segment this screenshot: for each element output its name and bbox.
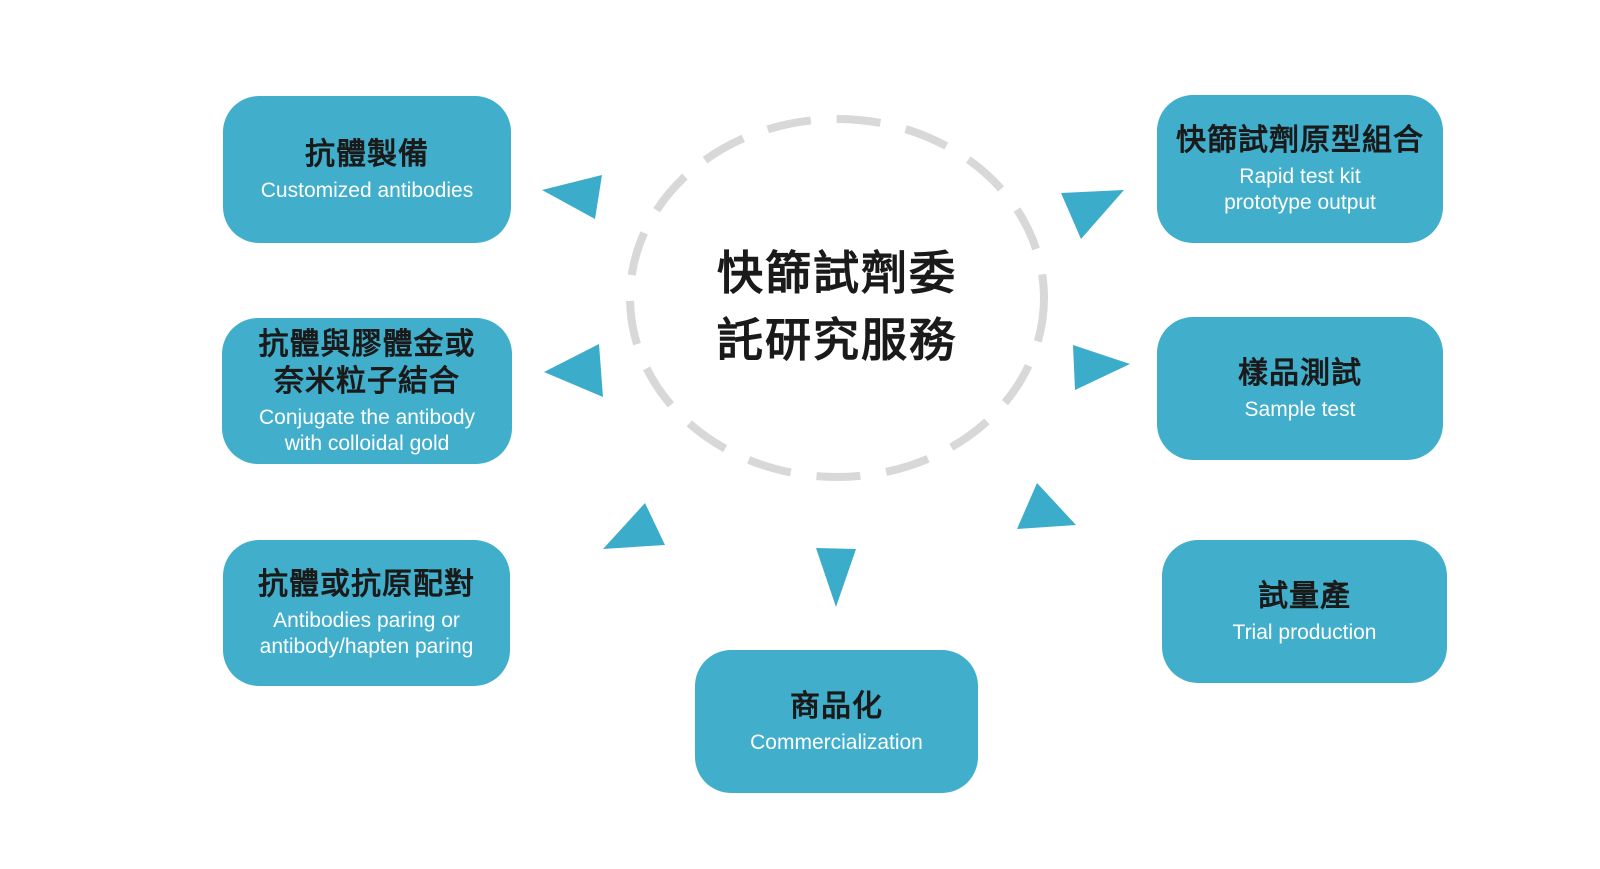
arrow-left-top-icon — [542, 175, 602, 219]
box-subtitle-en: Commercialization — [750, 730, 923, 754]
box-subtitle-en: Antibodies paring or antibody/hapten par… — [259, 609, 474, 658]
process-box-commercialization: 商品化 Commercialization — [695, 650, 978, 793]
box-subtitle-en: Trial production — [1232, 620, 1377, 644]
process-box-sample-test: 樣品測試 Sample test — [1157, 317, 1443, 460]
box-subtitle-en: Customized antibodies — [260, 178, 474, 202]
arrow-right-middle-icon — [1073, 345, 1130, 390]
arrow-up-bottom-right-icon — [1017, 483, 1076, 529]
box-title-zh: 試量產 — [1258, 579, 1351, 613]
box-title-zh: 樣品測試 — [1238, 356, 1362, 390]
box-title-zh: 抗體與膠體金或 奈米粒子結合 — [258, 327, 476, 399]
arrow-down-bottom-center-icon — [816, 548, 856, 607]
process-box-antibody-preparation: 抗體製備 Customized antibodies — [223, 96, 511, 243]
box-subtitle-en: Rapid test kit prototype output — [1224, 165, 1376, 214]
box-title-zh: 抗體製備 — [305, 137, 429, 171]
center-circle-label: 快篩試劑委 託研究服務 — [717, 247, 957, 366]
box-subtitle-en: Sample test — [1244, 397, 1356, 421]
process-box-antibody-pairing: 抗體或抗原配對 Antibodies paring or antibody/ha… — [223, 540, 510, 686]
process-box-prototype-output: 快篩試劑原型組合 Rapid test kit prototype output — [1157, 95, 1443, 243]
box-title-zh: 抗體或抗原配對 — [258, 568, 475, 602]
box-title-zh: 快篩試劑原型組合 — [1176, 124, 1424, 158]
process-box-conjugation: 抗體與膠體金或 奈米粒子結合 Conjugate the antibody wi… — [222, 318, 512, 464]
process-box-trial-production: 試量產 Trial production — [1162, 540, 1447, 683]
dashed-center-circle — [626, 115, 1048, 481]
arrow-left-middle-icon — [544, 344, 603, 397]
box-title-zh: 商品化 — [790, 689, 883, 723]
box-subtitle-en: Conjugate the antibody with colloidal go… — [259, 406, 475, 455]
arrow-down-top-right-icon — [1061, 190, 1124, 239]
arrow-up-bottom-left-icon — [603, 503, 665, 549]
